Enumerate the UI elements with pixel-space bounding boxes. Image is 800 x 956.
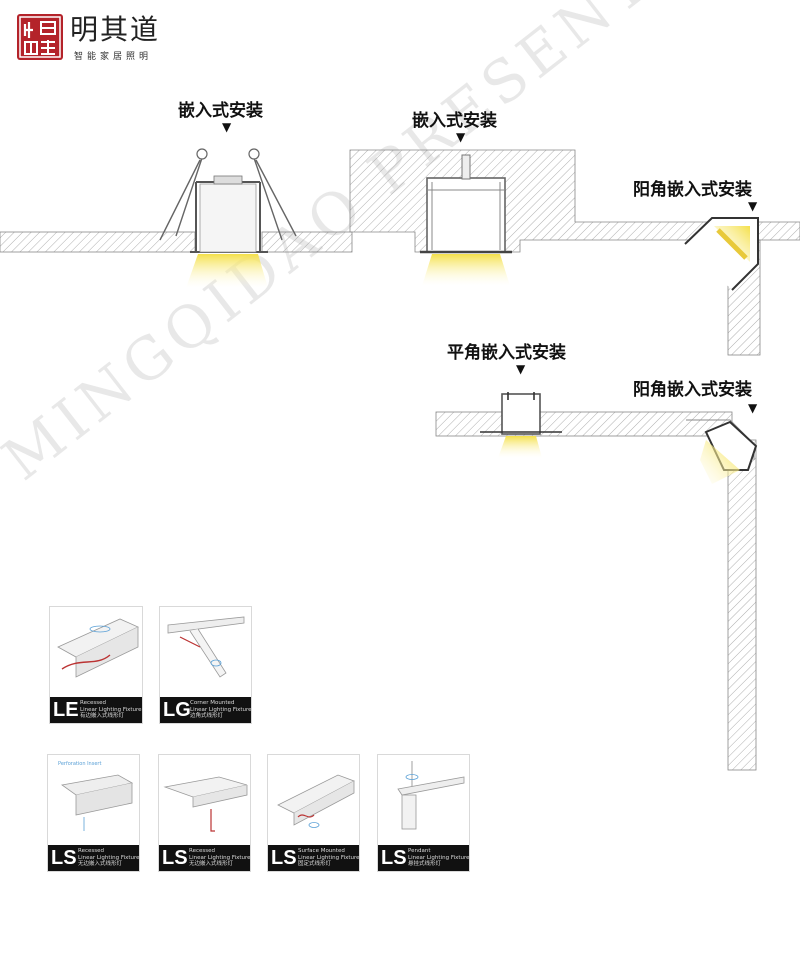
- product-code: LS: [271, 847, 297, 869]
- label-flat-corner: 平角嵌入式安装: [447, 343, 566, 363]
- desc-line: Recessed: [189, 848, 215, 854]
- desc-line: Pendant: [408, 848, 431, 854]
- desc-line: Recessed: [78, 848, 104, 854]
- pointer-icon: ▼: [748, 199, 758, 213]
- desc-line: Linear Lighting Fixture: [190, 706, 252, 713]
- spring-clip-left: [159, 157, 203, 241]
- recessed-fixture-sketch: [57, 618, 139, 678]
- recessed-install-diagram-2: [349, 149, 800, 286]
- product-desc: Recessed Linear Lighting Fixture 无边嵌入式线形…: [189, 848, 251, 868]
- desc-line: Linear Lighting Fixture: [298, 854, 360, 861]
- outside-corner-diagram-1: [684, 217, 761, 356]
- product-code: LS: [381, 847, 407, 869]
- brand-name: 明其道: [70, 13, 161, 46]
- pointer-icon: ▼: [222, 120, 232, 134]
- product-desc: Corner Mounted Linear Lighting Fixture 边…: [190, 700, 252, 720]
- label-outside-corner-2: 阳角嵌入式安装: [633, 380, 752, 400]
- thumbnail-caption: LS Recessed Linear Lighting Fixture 无边嵌入…: [159, 845, 251, 871]
- corner-fixture-sketch: [167, 616, 245, 678]
- wall-vertical: [727, 439, 757, 771]
- trimless-fixture-sketch: [163, 776, 248, 832]
- flat-corner-diagram: [435, 392, 733, 458]
- light-beam: [422, 254, 510, 286]
- desc-line: Corner Mounted: [190, 700, 235, 706]
- thumbnail-ls-surface[interactable]: LS Surface Mounted Linear Lighting Fixtu…: [267, 754, 360, 872]
- desc-line: 悬挂式线形灯: [408, 861, 442, 867]
- trimless-fixture-sketch: [60, 774, 134, 831]
- label-outside-corner-1: 阳角嵌入式安装: [633, 180, 752, 200]
- thumbnail-lg[interactable]: LG Corner Mounted Linear Lighting Fixtur…: [159, 606, 252, 724]
- aluminium-profile: [501, 393, 541, 435]
- product-desc: Recessed Linear Lighting Fixture 无边嵌入式线形…: [78, 848, 140, 868]
- label-recessed-2: 嵌入式安装: [412, 111, 497, 131]
- product-code: LE: [53, 699, 79, 721]
- aluminium-profile: [426, 177, 506, 253]
- desc-line: 边角式线形灯: [190, 713, 224, 719]
- pointer-icon: ▼: [516, 362, 526, 376]
- thumbnail-caption: LS Surface Mounted Linear Lighting Fixtu…: [268, 845, 360, 871]
- product-code: LS: [51, 847, 77, 869]
- thumbnail-ls-recessed-1[interactable]: Perforation Insert LS Recessed Linear Li…: [47, 754, 140, 872]
- recessed-install-diagram-1: [0, 148, 353, 288]
- desc-line: 固定式线形灯: [298, 861, 332, 867]
- desc-line: 无边嵌入式线形灯: [189, 861, 234, 867]
- thumbnail-caption: LG Corner Mounted Linear Lighting Fixtur…: [160, 697, 252, 723]
- spring-clip-right: [253, 157, 297, 241]
- desc-line: Linear Lighting Fixture: [408, 854, 470, 861]
- thumbnail-ls-recessed-2[interactable]: LS Recessed Linear Lighting Fixture 无边嵌入…: [158, 754, 251, 872]
- aluminium-profile: [190, 181, 268, 253]
- product-desc: Surface Mounted Linear Lighting Fixture …: [298, 848, 360, 868]
- product-desc: Recessed Linear Lighting Fixture 有边嵌入式线形…: [80, 700, 142, 720]
- thumbnail-le[interactable]: LE Recessed Linear Lighting Fixture 有边嵌入…: [49, 606, 143, 724]
- pointer-icon: ▼: [748, 401, 758, 415]
- light-beam: [700, 440, 740, 484]
- brand-seal-logo: [17, 14, 63, 60]
- ceiling-panel-right: [261, 231, 353, 253]
- seal-icon: [19, 16, 61, 58]
- desc-line: Linear Lighting Fixture: [189, 854, 251, 861]
- thumbnail-ls-pendant[interactable]: LS Pendant Linear Lighting Fixture 悬挂式线形…: [377, 754, 470, 872]
- desc-line: Recessed: [80, 700, 106, 706]
- thumbnail-note: Perforation Insert: [58, 761, 102, 767]
- light-beam: [186, 254, 268, 288]
- product-code: LG: [163, 699, 191, 721]
- desc-line: Linear Lighting Fixture: [78, 854, 140, 861]
- thumbnail-caption: LS Pendant Linear Lighting Fixture 悬挂式线形…: [378, 845, 470, 871]
- desc-line: Linear Lighting Fixture: [80, 706, 142, 713]
- desc-line: 有边嵌入式线形灯: [80, 713, 125, 719]
- thumbnail-caption: LE Recessed Linear Lighting Fixture 有边嵌入…: [50, 697, 142, 723]
- desc-line: Surface Mounted: [298, 848, 345, 854]
- light-beam: [498, 436, 542, 458]
- surface-fixture-sketch: [277, 774, 355, 828]
- product-desc: Pendant Linear Lighting Fixture 悬挂式线形灯: [408, 848, 470, 868]
- ceiling-panel-left: [0, 231, 196, 253]
- product-code: LS: [162, 847, 188, 869]
- installation-diagram: [0, 148, 800, 771]
- outside-corner-diagram-2: [686, 419, 758, 771]
- pointer-icon: ▼: [456, 130, 466, 144]
- desc-line: 无边嵌入式线形灯: [78, 861, 123, 867]
- thumbnail-caption: LS Recessed Linear Lighting Fixture 无边嵌入…: [48, 845, 140, 871]
- brand-subtitle: 智能家居照明: [74, 52, 153, 62]
- label-recessed-1: 嵌入式安装: [178, 101, 263, 121]
- pendant-fixture-sketch: [397, 761, 465, 830]
- mounting-bracket: [461, 154, 471, 180]
